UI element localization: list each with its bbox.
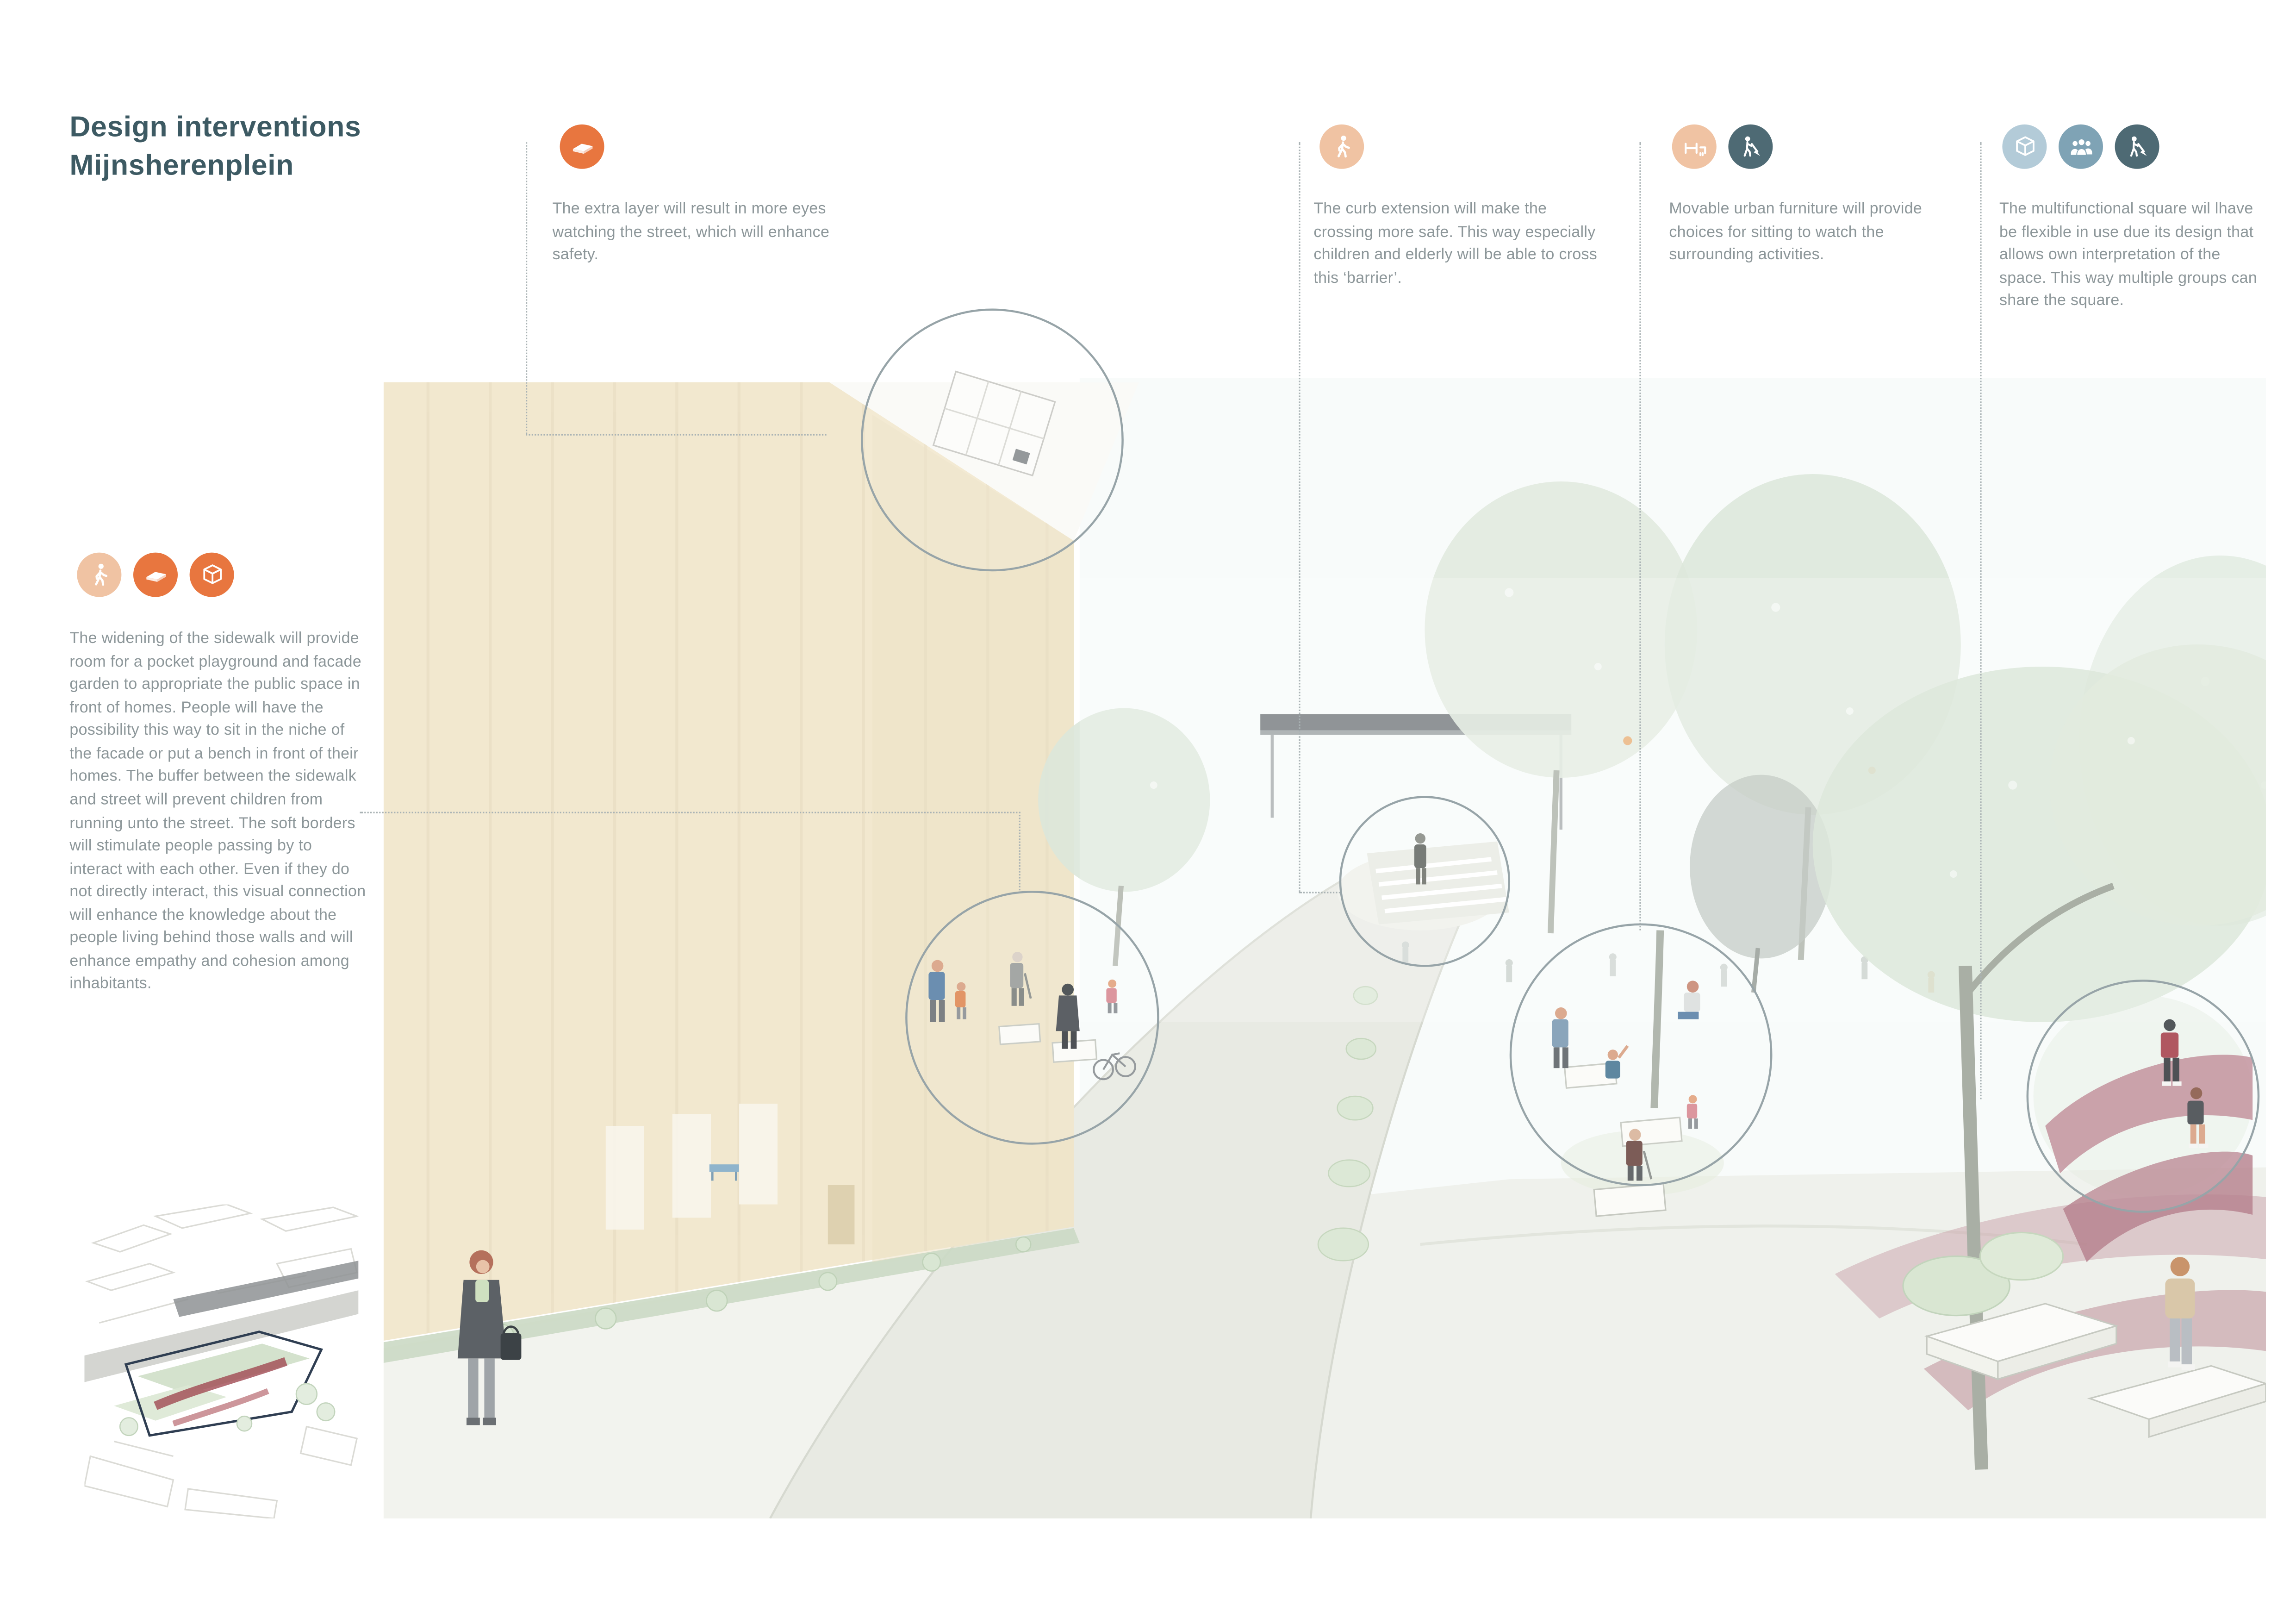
highlight-circle-crossing bbox=[1339, 796, 1511, 967]
bicycle bbox=[1093, 1052, 1136, 1081]
leader-line-extra-layer-vertical bbox=[526, 142, 528, 434]
site-plan-thumbnail bbox=[84, 1204, 359, 1518]
layer-icon bbox=[133, 552, 178, 597]
annotation-furniture-text: Movable urban furniture will provide cho… bbox=[1669, 200, 1923, 264]
annotation-square-icons bbox=[2002, 124, 2159, 169]
annotation-extra-layer-text: The extra layer will result in more eyes… bbox=[552, 200, 830, 264]
rose-square-scene bbox=[2033, 995, 2253, 1262]
page-title: Design interventions Mijnsherenplein bbox=[69, 110, 361, 186]
leader-line-extra-layer-horizontal bbox=[526, 434, 827, 436]
leader-line-curb-extension-jog bbox=[1299, 892, 1340, 893]
leader-line-furniture bbox=[1639, 142, 1641, 931]
person-on-steps bbox=[1414, 833, 1426, 885]
highlight-circle-furniture bbox=[1509, 923, 1773, 1187]
sidewalk-note-icons bbox=[77, 552, 234, 597]
leader-line-sidewalk-horizontal bbox=[360, 812, 1020, 813]
annotation-extra-layer-icons bbox=[560, 124, 604, 169]
annotation-square-text: The multifunctional square wil lhave be … bbox=[1999, 200, 2258, 310]
facade-windows bbox=[605, 1104, 855, 1244]
street-bench bbox=[709, 1164, 739, 1181]
shrub-row bbox=[1317, 986, 1378, 1262]
page-title-line1: Design interventions bbox=[69, 111, 361, 144]
planters bbox=[1902, 1231, 2266, 1438]
highlight-circle-sidewalk bbox=[905, 891, 1159, 1145]
layer-icon bbox=[560, 124, 604, 169]
furniture-icon bbox=[1672, 124, 1717, 169]
annotation-curb-extension-icons bbox=[1319, 124, 1364, 169]
gray-tree bbox=[1690, 775, 1832, 959]
pedestrian-icon bbox=[1319, 124, 1364, 169]
sidewalk-scene bbox=[928, 952, 1136, 1081]
pedestrian-icon bbox=[77, 552, 122, 597]
building-facade bbox=[383, 382, 1139, 1341]
sidewalk-note-text: The widening of the sidewalk will provid… bbox=[69, 630, 366, 993]
shopping-bag bbox=[500, 1333, 522, 1360]
cube-icon bbox=[189, 552, 234, 597]
street-perspective-illustration bbox=[383, 308, 2266, 1518]
page-title-line2: Mijnsherenplein bbox=[69, 149, 294, 182]
leader-line-square bbox=[1980, 142, 1982, 1099]
leader-line-curb-extension bbox=[1299, 142, 1300, 892]
annotation-curb-extension-text: The curb extension will make the crossin… bbox=[1313, 200, 1598, 287]
window-detail bbox=[932, 370, 1056, 477]
annotation-furniture-icons bbox=[1672, 124, 1773, 169]
foreground-woman bbox=[457, 1250, 522, 1425]
cleaning-icon bbox=[2115, 124, 2159, 169]
highlight-circle-square bbox=[2026, 980, 2260, 1213]
leader-line-sidewalk-vertical bbox=[1019, 812, 1020, 891]
cleaning-icon bbox=[1728, 124, 1773, 169]
walking-person-right bbox=[2165, 1257, 2195, 1370]
highlight-circle-window bbox=[861, 308, 1124, 572]
cube-icon bbox=[2002, 124, 2047, 169]
sidewalk bbox=[383, 883, 1340, 1518]
curb-extension-crossing bbox=[1337, 833, 1509, 931]
group-icon bbox=[2059, 124, 2103, 169]
foreground-tree bbox=[1812, 644, 2266, 1470]
